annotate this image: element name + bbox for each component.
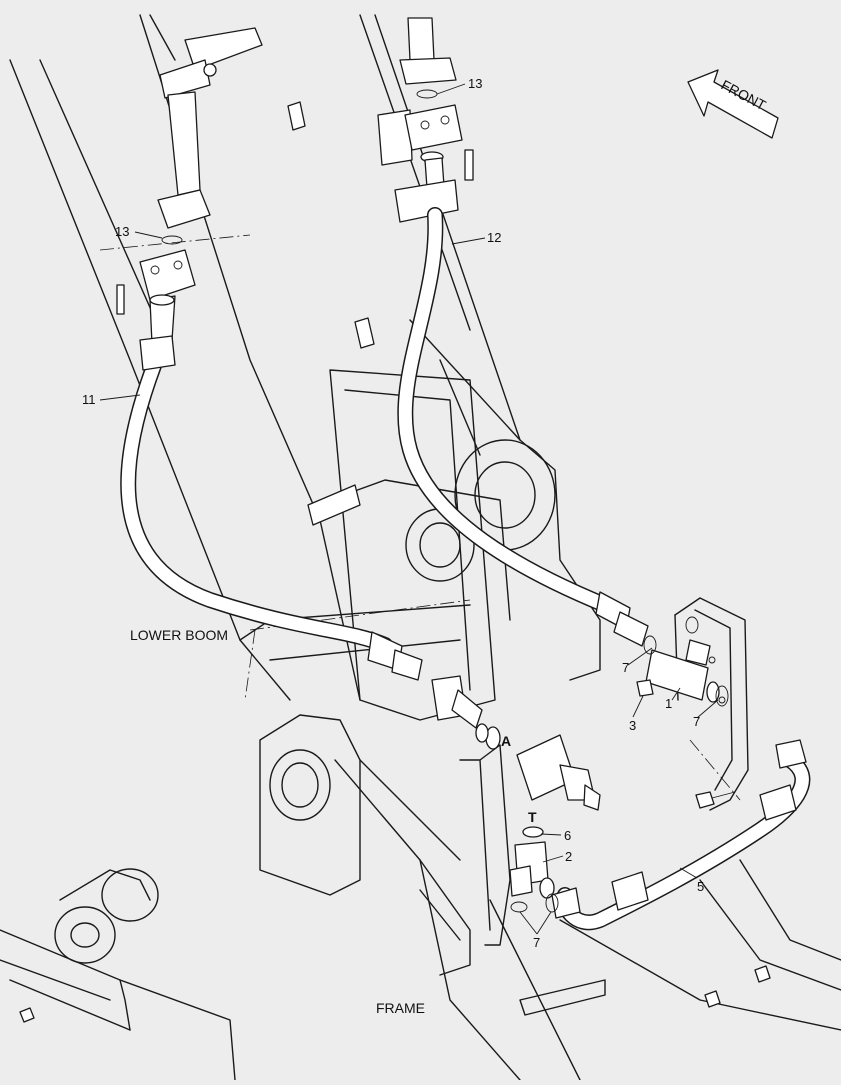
callout-11: 11 xyxy=(82,392,96,407)
leader-lines xyxy=(99,83,719,935)
hose-5 xyxy=(551,739,811,931)
adapter-2 xyxy=(509,826,559,913)
hose-11 xyxy=(120,335,423,681)
port-a-label: A xyxy=(501,733,511,749)
callout-2: 2 xyxy=(565,849,572,864)
callout-5: 5 xyxy=(697,879,704,894)
plug-3 xyxy=(636,679,654,697)
tee-fitting-1 xyxy=(643,635,729,707)
port-t-label: T xyxy=(528,809,537,825)
mounting-bracket xyxy=(674,597,749,811)
callout-1: 1 xyxy=(665,696,672,711)
bolt xyxy=(695,791,736,809)
callout-7-lower: 7 xyxy=(533,935,540,950)
lower-boom-label: LOWER BOOM xyxy=(130,627,228,643)
left-pipe-assembly xyxy=(116,27,263,345)
callout-13-left: 13 xyxy=(115,224,129,239)
center-fittings xyxy=(431,675,601,811)
callout-3: 3 xyxy=(629,718,636,733)
callout-7-upper: 7 xyxy=(622,660,629,675)
hose-12 xyxy=(397,207,649,647)
callout-12: 12 xyxy=(487,230,501,245)
frame-structure xyxy=(0,714,841,1081)
center-pipe-assembly xyxy=(377,17,474,223)
front-direction-arrow: FRONT xyxy=(687,69,779,139)
lower-boom-structure xyxy=(9,14,601,721)
frame-label: FRAME xyxy=(376,1000,425,1016)
callout-7-right: 7 xyxy=(693,714,700,729)
callout-6: 6 xyxy=(564,828,571,843)
callout-13-top: 13 xyxy=(468,76,482,91)
